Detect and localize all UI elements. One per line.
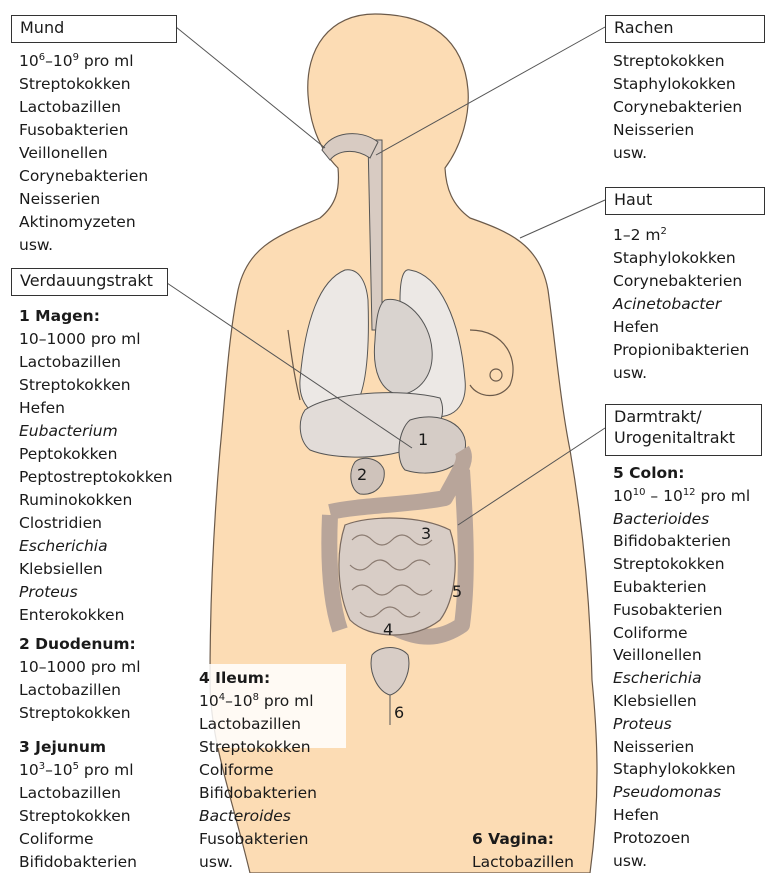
label-box-darmtrakt: Darmtrakt/ Urogenitaltrakt [605, 404, 762, 456]
colon-concentration: 1010 – 1012 pro ml [613, 485, 750, 508]
mund-concentration: 106–109 pro ml [19, 50, 148, 73]
list-item: Acinetobacter [613, 293, 749, 316]
list-item: Eubakterien [613, 576, 750, 599]
vagina-list: 6 Vagina: Lactobazillen [472, 828, 574, 874]
list-item: Veillonellen [19, 142, 148, 165]
list-item: Aktinomyzeten [19, 211, 148, 234]
list-item: Coliforme [19, 828, 137, 851]
list-item: Coliforme [199, 759, 317, 782]
ileum-concentration: 104–108 pro ml [199, 690, 317, 713]
list-item: Klebsiellen [613, 690, 750, 713]
list-item: Clostridien [19, 512, 173, 535]
section-title: 1 Magen: [19, 305, 173, 328]
list-item: Neisserien [613, 119, 742, 142]
label-box-rachen: Rachen [605, 15, 765, 43]
list-item: Escherichia [613, 667, 750, 690]
list-item: Bacterioides [613, 508, 750, 531]
list-item: usw. [199, 851, 317, 874]
list-item: Peptostreptokokken [19, 466, 173, 489]
list-item: Neisserien [19, 188, 148, 211]
darmtrakt-line2: Urogenitaltrakt [614, 427, 753, 448]
list-item: Streptokokken [19, 73, 148, 96]
list-item: Streptokokken [199, 736, 317, 759]
section-title: 4 Ileum: [199, 667, 317, 690]
list-item: Streptokokken [19, 805, 137, 828]
list-item: usw. [19, 234, 148, 257]
mund-list: 106–109 pro ml Streptokokken Lactobazill… [19, 50, 148, 257]
organ-number-1: 1 [418, 430, 428, 449]
list-item: Hefen [19, 397, 173, 420]
organ-number-2: 2 [357, 465, 367, 484]
list-item: Streptokokken [613, 553, 750, 576]
list-item: Enterokokken [19, 604, 173, 627]
list-item: Klebsiellen [19, 558, 173, 581]
magen-list: 1 Magen: 10–1000 pro ml Lactobazillen St… [19, 305, 173, 627]
ileum-list: 4 Ileum: 104–108 pro ml Lactobazillen St… [199, 667, 317, 874]
darmtrakt-line1: Darmtrakt/ [614, 406, 753, 427]
organ-number-3: 3 [421, 524, 431, 543]
label-box-mund: Mund [11, 15, 177, 43]
label-box-verdauungstrakt: Verdauungstrakt [11, 268, 168, 296]
haut-list: 1–2 m2 Staphylokokken Corynebakterien Ac… [613, 224, 749, 385]
list-item: Lactobazillen [19, 782, 137, 805]
list-item: Streptokokken [19, 374, 173, 397]
list-item: Peptokokken [19, 443, 173, 466]
list-item: Escherichia [19, 535, 173, 558]
organ-number-4: 4 [383, 620, 393, 639]
list-item: Pseudomonas [613, 781, 750, 804]
list-item: Fusobakterien [19, 119, 148, 142]
list-item: Staphylokokken [613, 73, 742, 96]
section-title: 6 Vagina: [472, 828, 574, 851]
list-item: Corynebakterien [19, 165, 148, 188]
list-item: usw. [613, 362, 749, 385]
list-item: Bifidobakterien [199, 782, 317, 805]
jejunum-concentration: 103–105 pro ml [19, 759, 137, 782]
list-item: Staphylokokken [613, 758, 750, 781]
list-item: Hefen [613, 316, 749, 339]
list-item: Bifidobakterien [19, 851, 137, 874]
section-title: 5 Colon: [613, 462, 750, 485]
jejunum-list: 3 Jejunum 103–105 pro ml Lactobazillen S… [19, 736, 137, 874]
list-item: Corynebakterien [613, 96, 742, 119]
haut-area: 1–2 m2 [613, 224, 749, 247]
list-item: Proteus [19, 581, 173, 604]
list-item: Lactobazillen [19, 351, 173, 374]
duodenum-concentration: 10–1000 pro ml [19, 656, 141, 679]
list-item: Ruminokokken [19, 489, 173, 512]
list-item: Streptokokken [19, 702, 141, 725]
list-item: Coliforme [613, 622, 750, 645]
list-item: Staphylokokken [613, 247, 749, 270]
list-item: Lactobazillen [199, 713, 317, 736]
section-title: 2 Duodenum: [19, 633, 141, 656]
list-item: Propionibakterien [613, 339, 749, 362]
list-item: Veillonellen [613, 644, 750, 667]
list-item: Fusobakterien [199, 828, 317, 851]
list-item: Hefen [613, 804, 750, 827]
list-item: Protozoen [613, 827, 750, 850]
list-item: Eubacterium [19, 420, 173, 443]
section-title: 3 Jejunum [19, 736, 137, 759]
organ-number-6: 6 [394, 703, 404, 722]
list-item: Fusobakterien [613, 599, 750, 622]
list-item: usw. [613, 142, 742, 165]
list-item: Neisserien [613, 736, 750, 759]
organ-number-5: 5 [452, 582, 462, 601]
rachen-list: Streptokokken Staphylokokken Corynebakte… [613, 50, 742, 165]
list-item: Lactobazillen [19, 96, 148, 119]
label-box-haut: Haut [605, 187, 765, 215]
magen-concentration: 10–1000 pro ml [19, 328, 173, 351]
list-item: Lactobazillen [19, 679, 141, 702]
duodenum-list: 2 Duodenum: 10–1000 pro ml Lactobazillen… [19, 633, 141, 725]
list-item: Proteus [613, 713, 750, 736]
list-item: Streptokokken [613, 50, 742, 73]
list-item: Lactobazillen [472, 851, 574, 874]
list-item: Bacteroides [199, 805, 317, 828]
colon-list: 5 Colon: 1010 – 1012 pro ml Bacterioides… [613, 462, 750, 872]
list-item: Bifidobakterien [613, 530, 750, 553]
list-item: usw. [613, 850, 750, 873]
list-item: Corynebakterien [613, 270, 749, 293]
